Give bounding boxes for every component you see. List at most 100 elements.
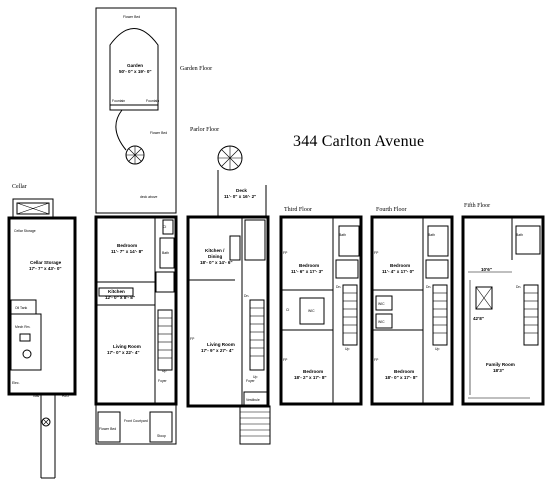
garden-name: Garden — [127, 63, 143, 68]
garden-bedroom-dim: 11'- 7" x 14'- 8" — [111, 249, 143, 254]
stoop-area — [149, 411, 173, 443]
third-bath — [338, 225, 360, 257]
third-closet — [335, 259, 359, 279]
deck-dim: 11'- 0" x 16'- 2" — [224, 194, 256, 199]
cellar-storage-label: Cellar Storage — [14, 229, 36, 233]
fourth-front-bedroom-name: Bedroom — [394, 369, 414, 374]
garden-dim: 50'- 0" x 19'- 0" — [119, 69, 152, 74]
third-fp-rear-label: FP — [283, 251, 288, 255]
family-room-name: Family Room — [486, 362, 515, 367]
fourth-floor-plan: Bedroom 11'- 4" x 17'- 0" Bedroom 18'- 0… — [370, 215, 454, 406]
garden-bath-label: Bath — [162, 251, 169, 255]
mech-room-label: Mech Rm. — [15, 325, 31, 329]
third-wic-label: WIC — [308, 309, 315, 313]
parlor-living-dim: 17'- 9" x 27'- 4" — [201, 348, 234, 353]
third-dn-label: Dn. — [336, 285, 341, 289]
vestibule-label: Vestibule — [246, 398, 260, 402]
third-floor-walls — [279, 215, 363, 406]
gas-label: Gas — [33, 394, 40, 398]
fourth-rear-bedroom-dim: 11'- 4" x 17'- 0" — [382, 269, 414, 274]
garden-living-dim: 17'- 0" x 22'- 4" — [107, 350, 140, 355]
parlor-living-name: Living Room — [207, 342, 235, 347]
garden-closet — [155, 271, 175, 293]
third-bath-label: Bath — [339, 233, 346, 237]
fourth-up-label: Up — [435, 347, 439, 351]
fountain-left-label: Fountain — [112, 99, 125, 103]
elec-label: Elec. — [12, 381, 20, 385]
kitchen-island — [229, 235, 241, 261]
floor-label-fourth: Fourth Floor — [376, 207, 407, 213]
cellar-window-well — [16, 202, 50, 215]
boiler — [19, 333, 31, 342]
floor-label-third: Third Floor — [284, 207, 312, 213]
deck-above-label: deck above — [140, 195, 157, 199]
fourth-bath-label: Bath — [428, 233, 435, 237]
cleanout-icon — [41, 417, 51, 427]
fourth-floor-walls — [370, 215, 454, 406]
third-cl-label: Cl — [286, 308, 289, 312]
parlor-kitchen-name: Kitchen / — [205, 248, 225, 253]
fourth-closet — [425, 259, 449, 279]
water-heater-icon — [22, 349, 32, 359]
fifth-floor-plan: Bath 10'6" 42'8" Family Room 18'3" Dn. — [461, 215, 545, 406]
fifth-floor-walls — [461, 215, 545, 406]
floor-label-garden: Garden Floor — [180, 66, 213, 72]
fourth-rear-bedroom-name: Bedroom — [390, 263, 410, 268]
third-front-bedroom-dim: 18'- 2" x 17'- 8" — [294, 375, 327, 380]
cellar-plan: Cellar Storage Cellar Storage 17'- 7" x … — [7, 198, 77, 479]
fifth-dim-length: 42'8" — [473, 316, 484, 321]
garden-kitchen-dim: 12'- 0" x 8'- 8" — [105, 295, 135, 300]
fourth-stair — [432, 284, 448, 346]
flower-bed-side-label: Flower Bed — [150, 131, 167, 135]
parlor-dn-label: Dn. — [244, 294, 249, 298]
garden-kitchen-name: Kitchen — [108, 289, 125, 294]
fourth-fp-front-label: FP — [374, 358, 379, 362]
floor-label-cellar: Cellar — [12, 184, 27, 190]
fourth-front-bedroom-dim: 18'- 0" x 17'- 8" — [385, 375, 418, 380]
fourth-fp-rear-label: FP — [374, 251, 379, 255]
parlor-fp-label: FP — [190, 337, 195, 341]
fifth-dn-label: Dn. — [516, 285, 521, 289]
parlor-floor-plan: Deck 11'- 0" x 16'- 2" Kitchen / Dining … — [186, 145, 271, 445]
parlor-up-label: Up — [253, 375, 257, 379]
third-wic — [299, 297, 325, 325]
front-flower-bed — [97, 411, 121, 443]
fourth-wic-upper-label: WIC — [378, 302, 385, 306]
third-floor-plan: Bedroom 11'- 6" x 17'- 3" Bedroom 18'- 2… — [279, 215, 363, 406]
garden-bed — [109, 28, 159, 106]
cellar-storage-name: Cellar Storage — [30, 260, 62, 265]
garden-bath — [159, 237, 175, 269]
floor-label-fifth: Fifth Floor — [464, 203, 491, 209]
third-front-bedroom-name: Bedroom — [303, 369, 323, 374]
floor-label-parlor: Parlor Floor — [190, 127, 220, 133]
fourth-wic-upper — [375, 295, 393, 311]
garden-up-label: Up — [162, 369, 166, 373]
mech-room — [10, 313, 42, 371]
parlor-kitchen-dim: 18'- 0" x 14'- 6" — [200, 260, 233, 265]
fifth-bath-label: Bath — [516, 233, 523, 237]
oil-tank-label: Oil Tank — [15, 306, 27, 310]
front-courtyard-label: Front Courtyard — [124, 419, 148, 423]
stoop-label: Stoop — [157, 434, 166, 438]
fourth-dn-label: Dn. — [426, 285, 431, 289]
garden-cl — [162, 219, 174, 235]
parlor-floor-walls — [186, 215, 270, 408]
garden-path — [115, 109, 127, 151]
garden-cl-label: Cl — [163, 225, 166, 229]
parlor-dining-name: Dining — [208, 254, 222, 259]
garden-yard-outline — [95, 7, 177, 214]
flower-bed-top-label: Flower Bed — [123, 15, 140, 19]
fourth-bath — [427, 225, 449, 257]
parlor-foyer-label: Foyer — [246, 379, 256, 383]
fifth-bath — [515, 225, 541, 255]
family-room-dim: 18'3" — [493, 368, 504, 373]
cellar-areaway — [12, 198, 54, 219]
fifth-stair — [523, 284, 539, 346]
front-stoop-stair — [239, 405, 271, 445]
third-rear-bedroom-name: Bedroom — [299, 263, 319, 268]
garden-living-name: Living Room — [113, 344, 141, 349]
garden-kitchen-counter — [98, 287, 134, 297]
fifth-skylight — [475, 286, 493, 310]
garden-bedroom-name: Bedroom — [117, 243, 137, 248]
